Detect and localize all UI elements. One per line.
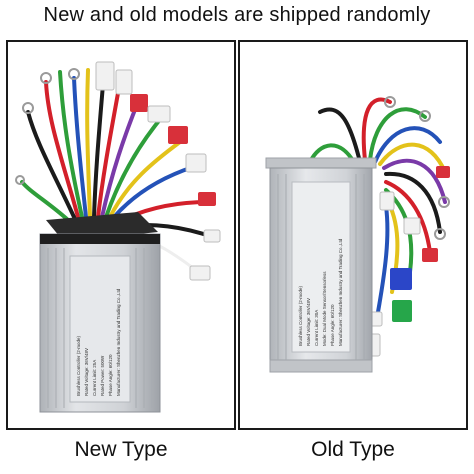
label-line: Rated Voltage: 36V/48V [84, 348, 89, 396]
housing-label: Brushless Controller (2-mode) Rated Volt… [298, 238, 343, 346]
label-line: Phase Angle: 60/120 [108, 354, 113, 396]
label-line: Manufacturer: Shenzhen Industry and Trad… [116, 288, 121, 396]
label-line: Manufacturer: Shenzhen Industry and Trad… [338, 238, 343, 346]
label-line: Rated Voltage: 36V/48V [306, 298, 311, 346]
label-line: Rated Power: 500W [100, 355, 105, 396]
connector-group [15, 61, 221, 281]
label-line: Current Limit: 30A [314, 310, 319, 346]
new-type-controller-image: Brushless Controller (2-mode) Rated Volt… [15, 61, 221, 413]
panel-new-type: Brushless Controller (2-mode) Rated Volt… [6, 40, 236, 430]
label-line: Phase Angle: 60/120 [330, 304, 335, 346]
label-line: Current Limit: 25A [92, 360, 97, 396]
old-type-controller-image: Brushless Controller (2-mode) Rated Volt… [265, 96, 450, 373]
controller-housing [39, 212, 161, 413]
panel-old-type: Brushless Controller (2-mode) Rated Volt… [238, 40, 468, 430]
label-line: Brushless Controller (2-mode) [76, 335, 81, 396]
label-line: Mode: Dual Mode Sensor/Sensorless [322, 271, 327, 346]
headline: New and old models are shipped randomly [43, 4, 431, 26]
caption-old-type: Old Type [311, 438, 395, 461]
housing-label: Brushless Controller (2-mode) Rated Volt… [76, 288, 121, 396]
controller-housing [265, 157, 377, 373]
caption-new-type: New Type [74, 438, 168, 461]
label-line: Brushless Controller (2-mode) [298, 285, 303, 346]
